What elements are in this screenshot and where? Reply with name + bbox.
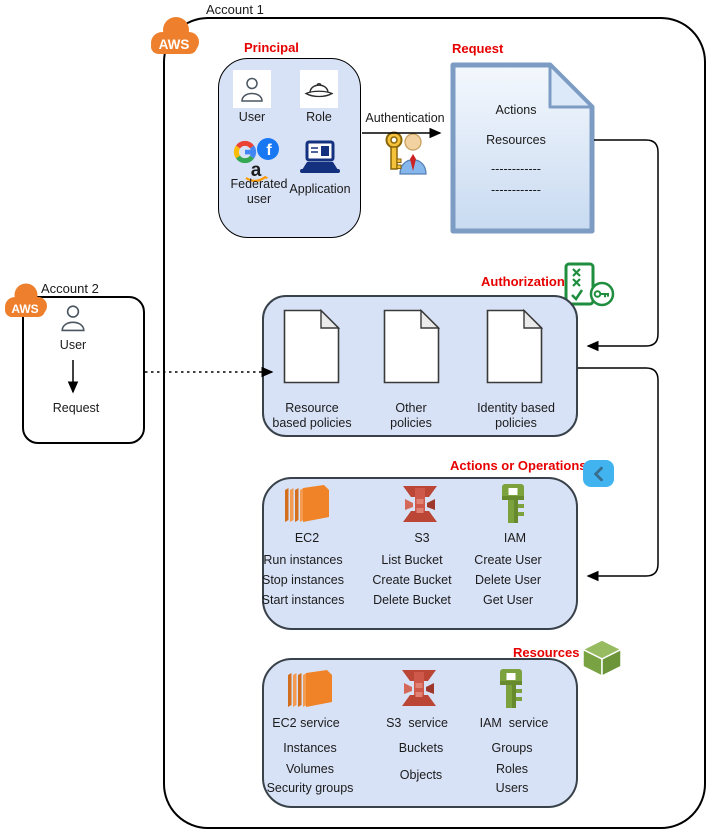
account2-boundary: [22, 296, 145, 444]
action-item: Start instances: [261, 593, 345, 607]
resource-item: Roles: [496, 762, 528, 776]
user-icon: [241, 77, 263, 102]
account2-label: Account 2: [41, 281, 99, 296]
resources-title: Resources: [513, 645, 580, 660]
action-item: Create User: [474, 553, 542, 567]
action-item: Stop instances: [262, 573, 344, 587]
policy-label-resource-based: Resource based policies: [272, 401, 352, 430]
chevron-left-icon: [593, 466, 603, 481]
account1-label: Account 1: [206, 2, 264, 17]
authentication-key-user-icon: [385, 131, 427, 175]
aws-cloud-icon-account2: AWS: [5, 283, 47, 317]
resource-item: Objects: [399, 768, 443, 782]
account2-user-icon: [61, 305, 85, 332]
request-line-actions: Actions: [495, 103, 537, 117]
aws-cloud2-text: AWS: [11, 302, 38, 316]
federated-identity-icons: f a: [233, 138, 279, 182]
resources-cube-icon: [582, 639, 622, 677]
ec2-icon: [285, 485, 329, 522]
resources-ec2-name: EC2 service: [272, 716, 340, 730]
actions-iam-name: IAM: [503, 531, 527, 545]
ec2-service-icon: [288, 670, 332, 707]
svg-text:a: a: [251, 160, 262, 181]
policy-label-identity-based: Identity based policies: [477, 401, 555, 430]
resources-iam-name: IAM service: [479, 716, 549, 730]
resource-item: Volumes: [286, 762, 334, 776]
action-item: Delete Bucket: [373, 593, 451, 607]
account2-request-label: Request: [52, 401, 100, 415]
request-line-resources: Resources: [486, 133, 546, 147]
resource-item: Security groups: [266, 781, 354, 795]
account2-user-label: User: [59, 338, 87, 352]
actions-ec2-name: EC2: [294, 531, 320, 545]
resources-s3-name: S3 service: [386, 716, 448, 730]
role-hardhat-icon: [304, 83, 334, 98]
resource-item: Instances: [283, 741, 337, 755]
resource-item: Users: [495, 781, 529, 795]
principal-title: Principal: [244, 40, 299, 55]
request-document-shape: [450, 62, 595, 234]
resource-item: Groups: [491, 741, 533, 755]
action-item: Create Bucket: [372, 573, 452, 587]
authentication-label: Authentication: [365, 111, 445, 125]
account1-boundary: [163, 17, 706, 829]
amazon-icon: a: [245, 160, 269, 182]
identity-policy-doc-icon: [486, 309, 543, 384]
authorization-checklist-key-icon: [564, 262, 615, 307]
iam-icon: [502, 484, 524, 523]
principal-role-label: Role: [306, 110, 332, 124]
svg-text:f: f: [266, 142, 272, 159]
role-tile: [300, 70, 338, 108]
s3-icon: [403, 486, 437, 522]
action-item: Get User: [482, 593, 533, 607]
action-item: List Bucket: [381, 553, 443, 567]
request-document: Actions Resources ------------ ---------…: [450, 62, 595, 234]
actions-title: Actions or Operations: [450, 458, 587, 473]
principal-user-label: User: [238, 110, 266, 124]
request-line-dashes-2: ------------: [491, 183, 541, 197]
s3-service-icon: [402, 670, 436, 706]
facebook-icon: f: [257, 138, 279, 160]
principal-application-label: Application: [289, 182, 351, 196]
policy-label-other: Other policies: [390, 401, 432, 430]
aws-cloud-icon: AWS: [151, 17, 199, 54]
other-policy-doc-icon: [383, 309, 440, 384]
request-line-dashes-1: ------------: [491, 162, 541, 176]
actions-s3-name: S3: [414, 531, 430, 545]
resource-policy-doc-icon: [283, 309, 340, 384]
iam-service-icon: [500, 669, 522, 708]
google-icon: [233, 140, 257, 164]
collapse-chevron-button[interactable]: [583, 460, 614, 487]
aws-cloud-text: AWS: [159, 37, 190, 52]
principal-federated-label: Federated user: [230, 177, 288, 206]
user-tile: [233, 70, 271, 108]
application-icon: [300, 140, 340, 173]
request-title: Request: [452, 41, 504, 56]
resource-item: Buckets: [398, 741, 444, 755]
authorization-title: Authorization: [481, 274, 565, 289]
action-item: Run instances: [263, 553, 343, 567]
action-item: Delete User: [475, 573, 541, 587]
